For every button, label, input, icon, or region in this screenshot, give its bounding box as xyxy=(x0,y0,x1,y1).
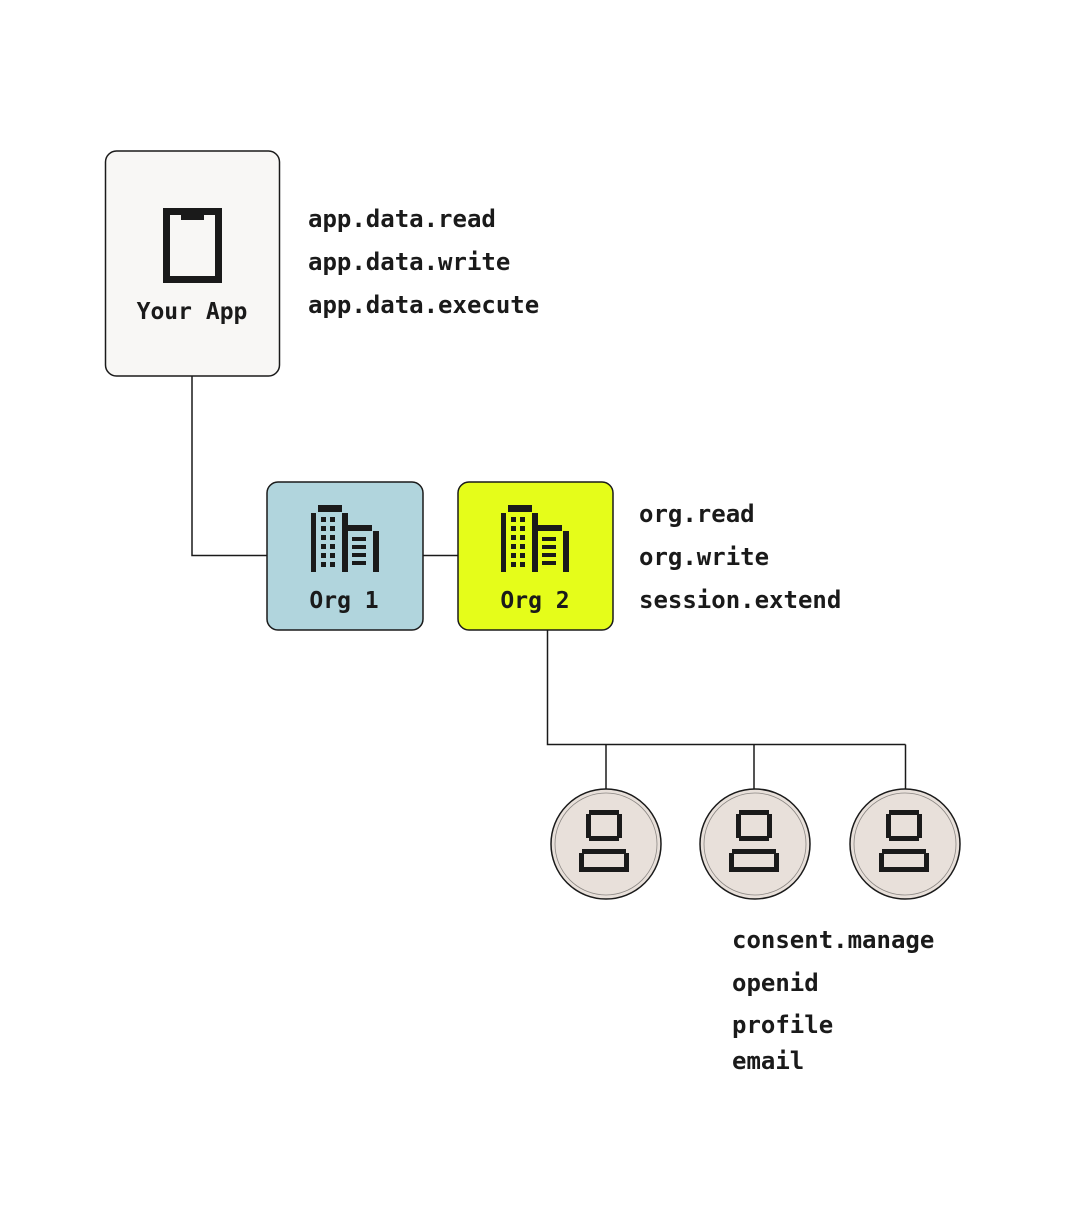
connectors xyxy=(191,376,907,789)
user-scope: openid xyxy=(732,969,819,997)
org-scope: session.extend xyxy=(639,586,841,614)
user-node-1-circle xyxy=(550,788,662,900)
user-icon xyxy=(879,810,929,872)
building-icon xyxy=(311,505,379,572)
org-scope: org.read xyxy=(639,500,755,528)
user-scope: consent.manage xyxy=(732,926,934,954)
user-node-2-circle xyxy=(699,788,811,900)
org1-node-label: Org 1 xyxy=(309,588,378,614)
org-scopes: org.read org.write session.extend xyxy=(639,500,841,614)
user-icon xyxy=(579,810,629,872)
app-scope: app.data.execute xyxy=(308,291,539,319)
app-node-box xyxy=(104,150,281,377)
user-node-1[interactable] xyxy=(550,788,662,900)
user-node-3-circle xyxy=(849,788,961,900)
connector-org2-users xyxy=(546,630,906,746)
connector-app-org1 xyxy=(191,376,267,557)
user-scope: profile xyxy=(732,1011,833,1039)
user-node-3-inner-ring xyxy=(853,792,957,896)
user-node-2-inner-ring xyxy=(703,792,807,896)
app-scopes: app.data.read app.data.write app.data.ex… xyxy=(308,205,539,319)
user-icon xyxy=(729,810,779,872)
org2-node[interactable]: Org 2 xyxy=(457,481,614,631)
org1-node[interactable]: Org 1 xyxy=(266,481,424,631)
user-node-1-inner-ring xyxy=(554,792,658,896)
user-scopes: consent.manage openid profile email xyxy=(732,926,934,1075)
app-node[interactable]: Your App xyxy=(104,150,281,377)
user-node-2[interactable] xyxy=(699,788,811,900)
user-scope: email xyxy=(732,1047,804,1075)
building-icon xyxy=(501,505,569,572)
org2-node-label: Org 2 xyxy=(500,588,569,614)
user-node-3[interactable] xyxy=(849,788,961,900)
mobile-device-icon xyxy=(163,208,222,283)
app-node-label: Your App xyxy=(137,299,248,325)
app-scope: app.data.read xyxy=(308,205,496,233)
app-scope: app.data.write xyxy=(308,248,510,276)
org-scope: org.write xyxy=(639,543,769,571)
